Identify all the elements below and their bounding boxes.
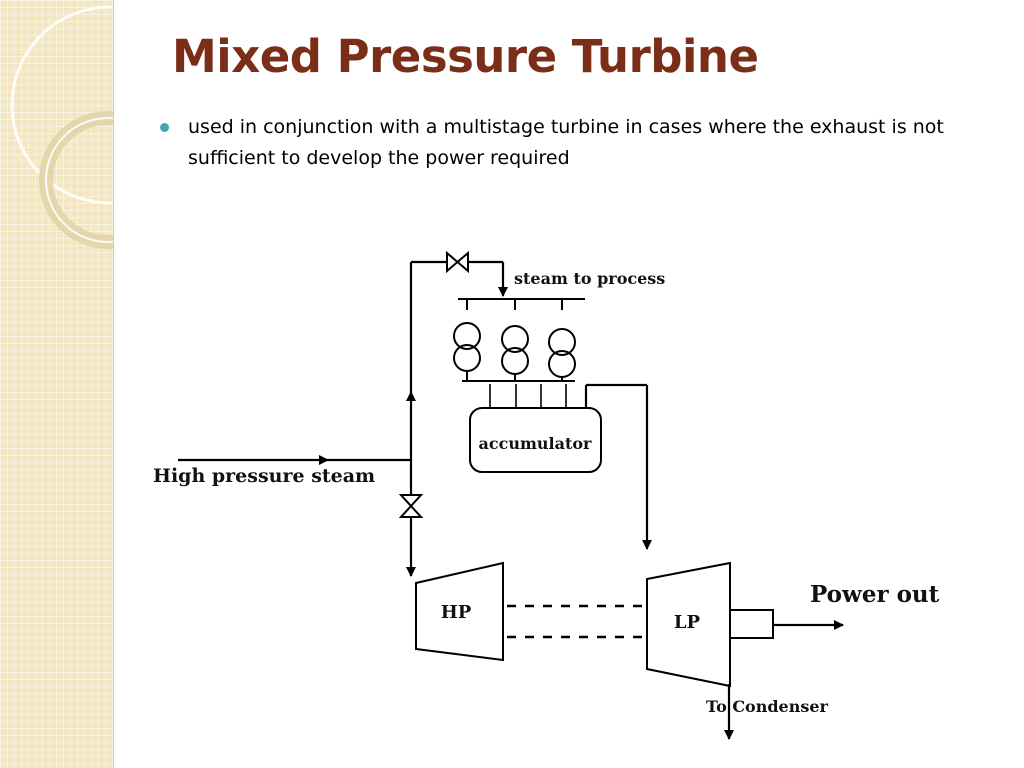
lp-turbine — [646, 561, 731, 688]
output-shaft — [729, 609, 774, 639]
turbine-diagram: steam to process accumulator High pressu… — [153, 250, 940, 740]
decorative-rings — [10, 5, 113, 249]
slide-title: Mixed Pressure Turbine — [172, 30, 759, 83]
bullet-text: used in conjunction with a multistage tu… — [188, 116, 944, 169]
process-consumer-1 — [453, 299, 481, 381]
process-consumer-3 — [548, 299, 576, 381]
bullet-item: used in conjunction with a multistage tu… — [158, 112, 978, 174]
side-decoration-band — [0, 0, 114, 768]
steam-to-process-label: steam to process — [514, 269, 665, 288]
hp-valve-icon — [398, 494, 424, 518]
to-condenser-label: To Condenser — [706, 697, 829, 716]
bullet-list: used in conjunction with a multistage tu… — [158, 112, 978, 174]
hp-turbine — [415, 561, 504, 662]
accumulator-feeds — [489, 384, 567, 408]
high-pressure-steam-label: High pressure steam — [153, 465, 375, 487]
bullet-dot-icon — [160, 123, 169, 132]
lp-label: LP — [674, 612, 701, 633]
accumulator-label: accumulator — [479, 434, 593, 453]
accumulator-box — [469, 407, 602, 473]
process-consumer-2 — [501, 299, 529, 381]
top-valve-icon — [446, 250, 469, 274]
power-out-label: Power out — [810, 581, 940, 608]
hp-label: HP — [441, 602, 472, 623]
